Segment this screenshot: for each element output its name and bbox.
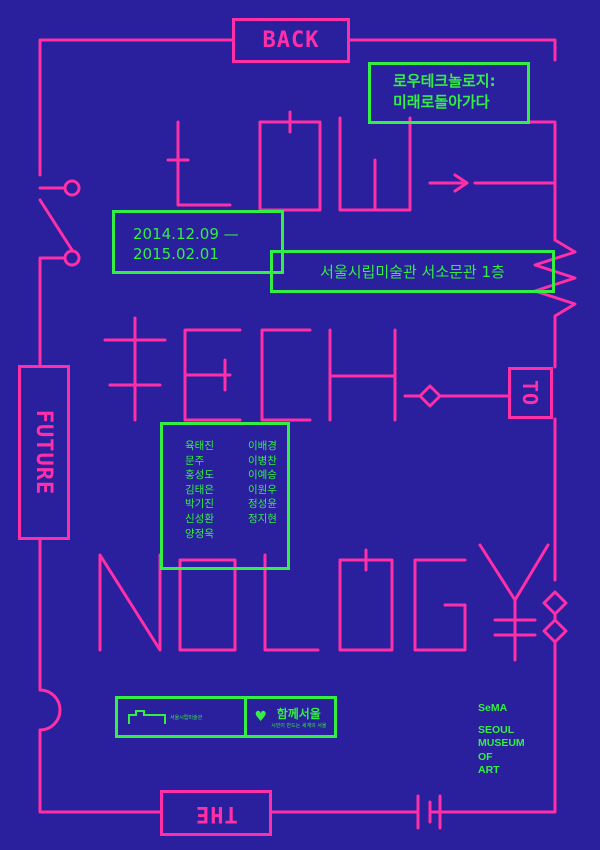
artist-name: 신성환 — [185, 512, 214, 525]
artist-name: 홍성도 — [185, 469, 214, 482]
artists-column-2: 이배경 이병찬 이예승 이원우 정성윤 정지현 — [248, 439, 277, 567]
korean-title-line1: 로우테크놀로지: — [393, 72, 496, 90]
artist-name: 정성윤 — [247, 498, 277, 511]
sema-brand: SeMA — [478, 702, 508, 714]
korean-title-box: 로우테크놀로지: 미래로돌아가다 — [368, 62, 530, 124]
artist-name: 양정욱 — [185, 527, 214, 540]
artist-name: 이배경 — [247, 440, 277, 452]
the-word: THE — [194, 800, 238, 826]
sponsor-logos-box: 서울시립미술관 ♥ 함께서울 시민이 만드는 세계의 서울 — [115, 696, 337, 738]
seoul-logo: ♥ 함께서울 시민이 만드는 세계의 서울 — [247, 705, 334, 729]
heart-icon: ♥ — [254, 709, 268, 725]
date-start: 2014.12.09 — — [133, 225, 239, 243]
seoul-logo-text: 함께서울 — [276, 707, 321, 721]
to-word: TO — [518, 379, 543, 407]
sema-line: SEOUL — [478, 723, 515, 736]
artist-name: 정지현 — [247, 512, 277, 525]
seoul-logo-subtext: 시민이 만드는 세계의 서울 — [271, 723, 327, 729]
artist-name: 문주 — [185, 454, 205, 467]
artists-column-1: 육태진 문주 홍성도 김태은 박기진 신성환 양정욱 — [185, 439, 214, 567]
back-word: BACK — [262, 28, 320, 53]
artist-name: 이병찬 — [247, 454, 277, 467]
sema-line: MUSEUM — [478, 737, 525, 749]
dates-box: 2014.12.09 — 2015.02.01 — [112, 210, 284, 274]
museum-logo: 서울시립미술관 — [118, 699, 244, 735]
sema-block: SeMA SEOUL MUSEUM OF ART — [478, 702, 525, 778]
big-letters — [98, 110, 550, 662]
artist-name: 육태진 — [185, 440, 214, 452]
logo-divider — [244, 699, 247, 735]
to-frame: TO — [508, 367, 553, 419]
circuit-lines — [38, 38, 577, 830]
the-frame: THE — [160, 790, 272, 836]
artist-name: 박기진 — [185, 498, 214, 511]
sema-line: OF — [478, 750, 493, 763]
venue-box: 서울시립미술관 서소문관 1층 — [270, 250, 555, 293]
artist-name: 김태은 — [185, 483, 214, 496]
korean-title-line2: 미래로돌아가다 — [393, 93, 490, 111]
venue-text: 서울시립미술관 서소문관 1층 — [320, 263, 505, 281]
artists-box: 육태진 문주 홍성도 김태은 박기진 신성환 양정욱 이배경 이병찬 이예승 이… — [160, 422, 290, 570]
future-frame: FUTURE — [18, 365, 70, 540]
future-word: FUTURE — [31, 409, 57, 496]
museum-logo-text: 서울시립미술관 — [170, 714, 203, 721]
date-end: 2015.02.01 — [133, 245, 219, 263]
museum-building-icon — [128, 710, 166, 724]
back-frame: BACK — [232, 18, 350, 63]
artist-name: 이원우 — [247, 483, 277, 496]
artist-name: 이예승 — [247, 469, 277, 482]
sema-line: ART — [478, 764, 500, 776]
